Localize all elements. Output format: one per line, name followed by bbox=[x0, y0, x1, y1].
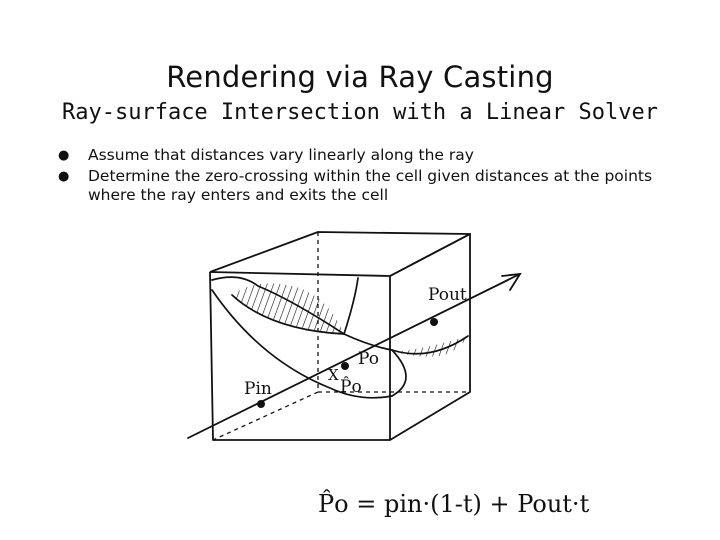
bullet-list: ● Assume that distances vary linearly al… bbox=[58, 146, 678, 207]
label-p-out: Pout bbox=[428, 285, 467, 305]
surface-hatch bbox=[232, 283, 344, 334]
bullet-dot-icon: ● bbox=[58, 169, 70, 184]
slide-title: Rendering via Ray Casting bbox=[166, 60, 554, 94]
point-p-in bbox=[257, 400, 265, 408]
surface-hatch-right bbox=[395, 336, 468, 357]
bullet-item: ● Determine the zero-crossing within the… bbox=[58, 167, 678, 205]
label-p-zero-hat: P̂o bbox=[340, 377, 362, 397]
bullet-text: Determine the zero-crossing within the c… bbox=[88, 167, 653, 204]
label-cross: X bbox=[328, 366, 339, 384]
bullet-dot-icon: ● bbox=[58, 148, 70, 163]
point-p-zero bbox=[341, 362, 349, 370]
label-p-in: Pin bbox=[244, 379, 272, 399]
ray-arrow bbox=[187, 272, 522, 439]
label-p-zero: Po bbox=[358, 349, 379, 369]
point-p-out bbox=[430, 318, 438, 326]
slide-subtitle: Ray-surface Intersection with a Linear S… bbox=[61, 100, 659, 125]
isosurface-curves bbox=[211, 276, 469, 399]
bullet-item: ● Assume that distances vary linearly al… bbox=[58, 146, 678, 165]
cube-outline bbox=[209, 231, 471, 441]
formula: P̂o = pin·(1-t) + Pout·t bbox=[318, 490, 590, 518]
bullet-text: Assume that distances vary linearly alon… bbox=[88, 146, 474, 164]
